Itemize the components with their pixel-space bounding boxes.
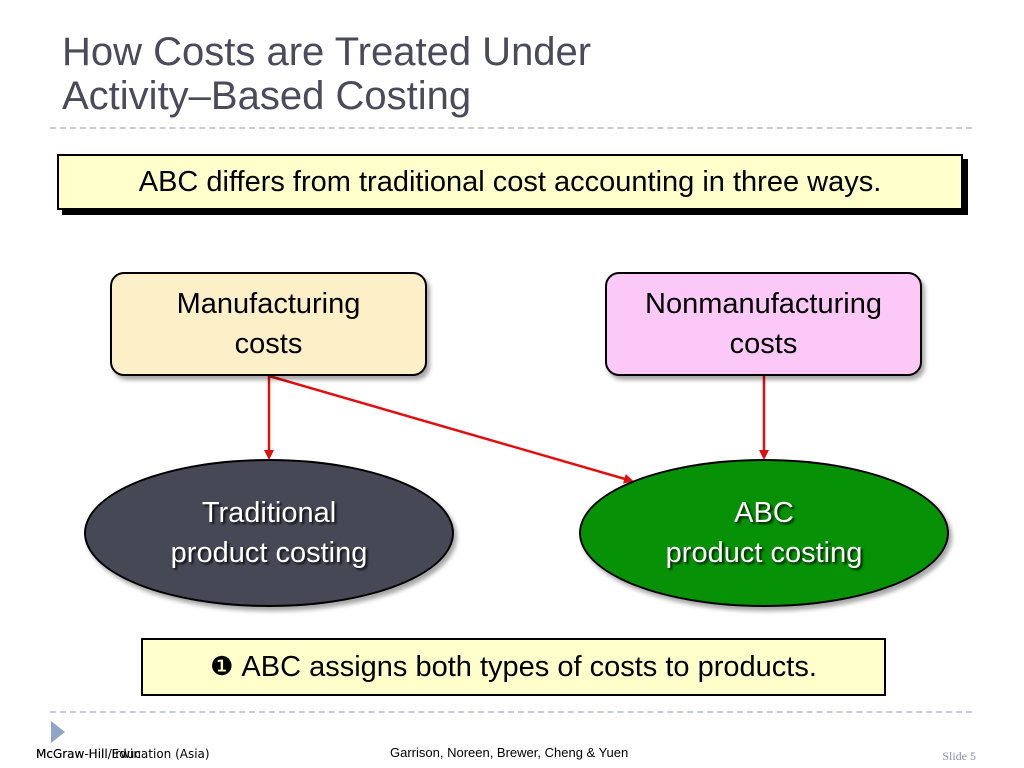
footer-publisher-overlap: McGraw-Hill Education (Asia) (36, 747, 210, 761)
abc-line-1: ABC (734, 497, 794, 529)
nonmanufacturing-costs-line-1: Nonmanufacturing (645, 288, 882, 320)
abc-line-2: product costing (665, 537, 863, 569)
title-line-1: How Costs are Treated Under (62, 30, 592, 74)
nonmanufacturing-costs-line-2: costs (729, 328, 798, 360)
slide-title: How Costs are Treated Under Activity–Bas… (62, 30, 591, 118)
slide-label: Slide (942, 749, 967, 763)
footer-publisher-primary: McGraw-Hill/Irwin (36, 747, 141, 761)
manufacturing-costs-line-2: costs (234, 328, 303, 360)
slide-number: Slide 5 (942, 749, 976, 764)
footer-publisher: McGraw-Hill/Irwin McGraw-Hill Education … (36, 747, 210, 761)
manufacturing-costs-box: Manufacturing costs (110, 272, 427, 376)
title-line-2: Activity–Based Costing (62, 74, 472, 118)
traditional-line-1: Traditional (201, 497, 337, 529)
footer-authors: Garrison, Noreen, Brewer, Cheng & Yuen (390, 745, 629, 760)
traditional-product-costing-ellipse: Traditional product costing (84, 459, 454, 607)
arrow-manufacturing-to-abc (268, 374, 634, 484)
manufacturing-costs-line-1: Manufacturing (176, 288, 361, 320)
number-one-icon: ❶ (210, 652, 234, 682)
slide-number-value: 5 (970, 749, 976, 763)
play-triangle-icon (51, 721, 65, 743)
title-divider (50, 127, 972, 129)
callout-bottom-text: ABC assigns both types of costs to produ… (241, 650, 817, 683)
abc-product-costing-ellipse: ABC product costing (579, 459, 949, 607)
callout-top: ABC differs from traditional cost accoun… (57, 154, 963, 210)
traditional-line-2: product costing (170, 537, 368, 569)
footer-divider (50, 711, 972, 713)
callout-bottom: ❶ ABC assigns both types of costs to pro… (141, 638, 886, 696)
nonmanufacturing-costs-box: Nonmanufacturing costs (605, 272, 922, 376)
callout-top-text: ABC differs from traditional cost accoun… (138, 165, 882, 198)
